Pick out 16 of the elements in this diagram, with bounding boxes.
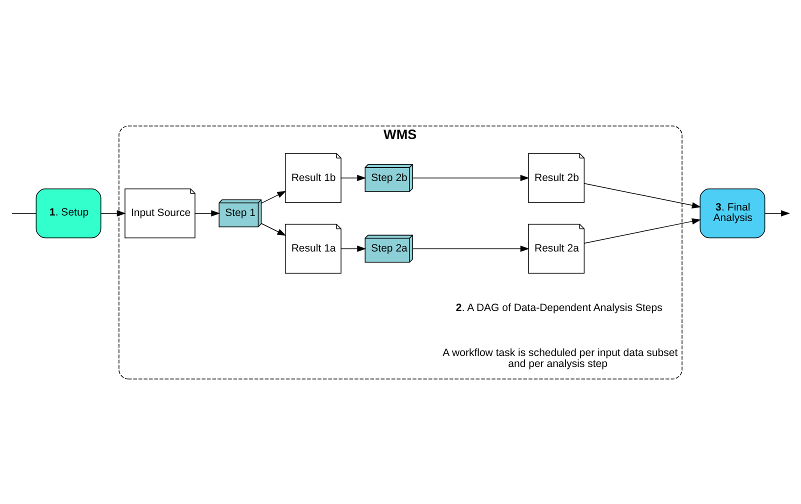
node-box: 3. Final Analysis: [700, 188, 766, 238]
node-box: 1. Setup: [36, 188, 102, 238]
arrow: [194, 210, 220, 216]
arrow: [340, 245, 366, 252]
arrow: [261, 222, 286, 236]
arrow: [261, 190, 286, 204]
label: A workflow task is scheduled per input data subset and per analysis step: [442, 346, 678, 370]
arrow: [584, 218, 702, 244]
arrow: [584, 182, 702, 208]
arrow: [100, 210, 126, 216]
arrow: [764, 210, 790, 216]
connector: [12, 212, 36, 214]
label: 2. A DAG of Data-Dependent Analysis Steps: [456, 301, 662, 314]
arrow: [412, 245, 530, 252]
arrow: [340, 174, 366, 181]
arrow: [412, 174, 530, 181]
